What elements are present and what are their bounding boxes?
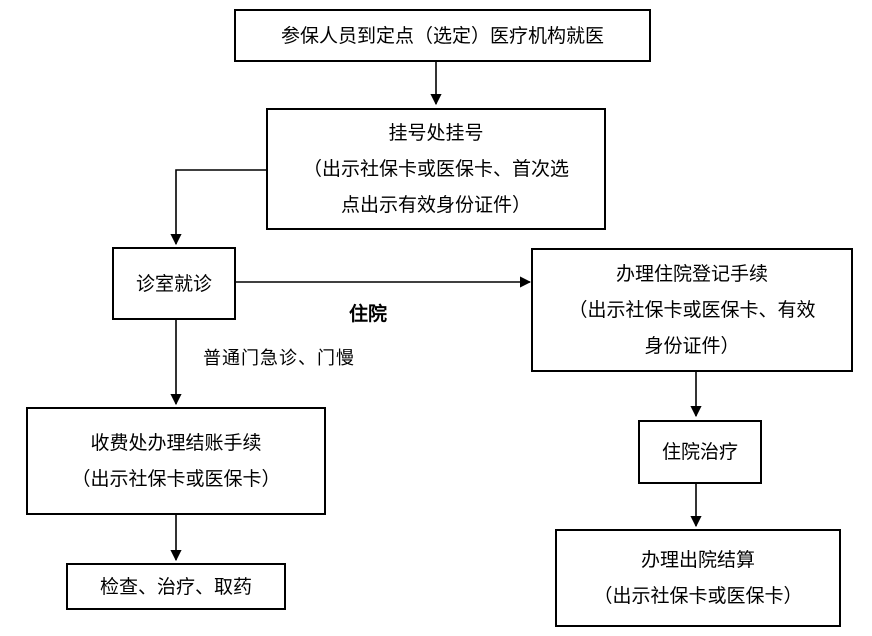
step-register-title: 挂号处挂号 <box>388 122 484 144</box>
step-register-note-line1: （出示社保卡或医保卡、首次选 <box>302 158 569 180</box>
arrow-register-to-clinic <box>170 169 266 246</box>
step-clinic-text: 诊室就诊 <box>135 272 212 295</box>
step-exam-box: 检查、治疗、取药 <box>66 563 286 610</box>
step-clinic-box: 诊室就诊 <box>112 247 236 320</box>
step-register-note-line2: 点出示有效身份证件） <box>340 194 531 216</box>
step-pay-box: 收费处办理结账手续 （出示社保卡或医保卡） <box>26 407 326 515</box>
step-pay-note: （出示社保卡或医保卡） <box>71 468 281 490</box>
step-pay-title: 收费处办理结账手续 <box>90 432 262 454</box>
step-exam-text: 检查、治疗、取药 <box>99 575 252 598</box>
edge-label-outpatient: 普通门急诊、门慢 <box>203 348 355 369</box>
step-admit-note-line2: 身份证件） <box>644 335 740 357</box>
step-treat-box: 住院治疗 <box>638 420 762 484</box>
step-discharge-title: 办理出院结算 <box>640 549 755 571</box>
step-admit-note-line1: （出示社保卡或医保卡、有效 <box>568 299 816 321</box>
step-admit-box: 办理住院登记手续 （出示社保卡或医保卡、有效 身份证件） <box>531 248 853 372</box>
step-visit-text: 参保人员到定点（选定）医疗机构就医 <box>280 24 604 47</box>
step-visit-box: 参保人员到定点（选定）医疗机构就医 <box>234 9 651 62</box>
step-admit-title: 办理住院登记手续 <box>615 263 768 285</box>
step-register-box: 挂号处挂号 （出示社保卡或医保卡、首次选 点出示有效身份证件） <box>266 108 606 230</box>
step-treat-text: 住院治疗 <box>661 441 738 463</box>
step-discharge-note: （出示社保卡或医保卡） <box>593 585 803 607</box>
edge-label-inpatient: 住院 <box>349 303 388 325</box>
step-discharge-box: 办理出院结算 （出示社保卡或医保卡） <box>555 529 841 627</box>
